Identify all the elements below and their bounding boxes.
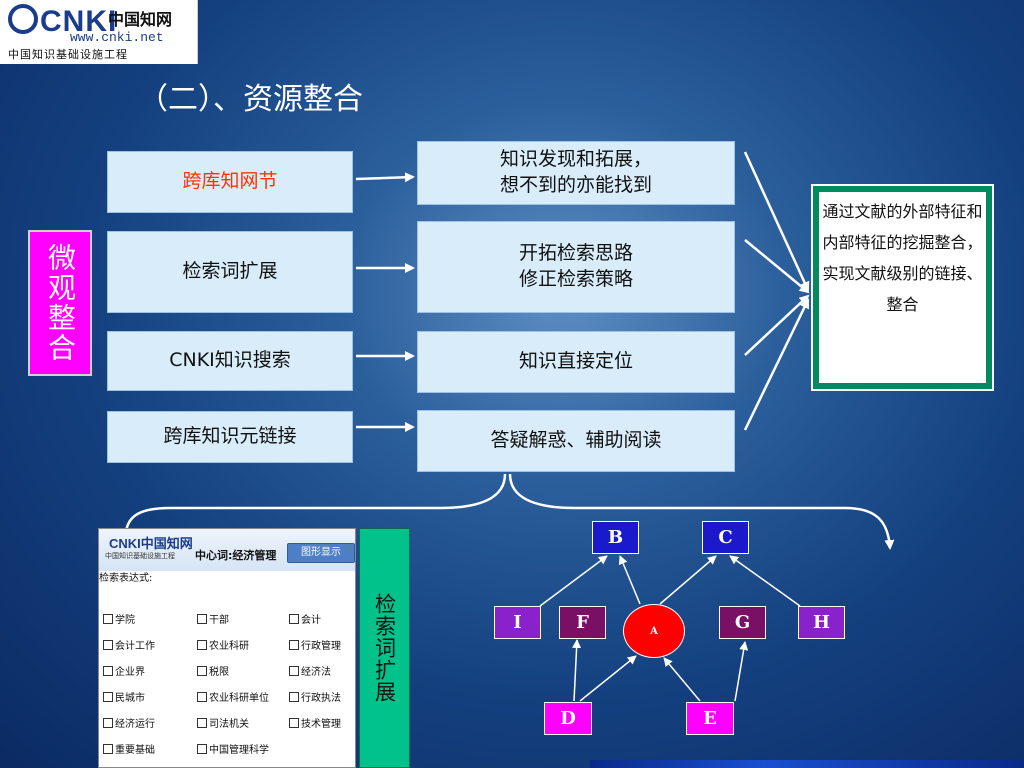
checkbox-item[interactable]: 经济运行 — [103, 715, 155, 730]
edge-a-b — [618, 555, 641, 605]
graph-node-e: E — [686, 702, 734, 735]
screenshot-header: CNKI中国知网 中国知识基础设施工程 中心词:经济管理 图形显示 — [99, 529, 355, 571]
checkbox-item[interactable]: 中国管理科学 — [197, 741, 269, 756]
graph-node-a: A — [623, 604, 685, 658]
logo-chinese-name: 中国知网 — [108, 10, 173, 29]
page-title: （二）、资源整合 — [138, 82, 363, 117]
right-box-2: 开拓检索思路 修正检索策略 — [417, 221, 735, 313]
edge-e-g — [734, 641, 749, 702]
side-label: 微观整合 — [28, 230, 92, 376]
screenshot-logo: CNKI中国知网 — [109, 536, 193, 551]
graph-node-i: I — [494, 606, 541, 639]
graph-node-b: B — [592, 521, 639, 554]
edge-d-a — [579, 655, 637, 702]
graph-node-c: C — [702, 521, 749, 554]
brace-left — [124, 473, 507, 533]
edge-a-c — [659, 555, 717, 605]
edge-d-f — [572, 639, 582, 702]
checkbox-item[interactable]: 民城市 — [103, 689, 145, 704]
cnki-logo: CNKI 中国知网 www.cnki.net 中国知识基础设施工程 — [0, 0, 198, 64]
checkbox-item[interactable]: 经济法 — [289, 663, 331, 678]
edge-e-a — [663, 657, 701, 702]
screenshot-center-word: 中心词:经济管理 — [195, 549, 277, 562]
checkbox-item[interactable]: 会计 — [289, 611, 321, 626]
expression-label: 检索表达式: — [99, 573, 153, 584]
summary-text: 通过文献的外部特征和内部特征的挖掘整合，实现文献级别的链接、整合 — [819, 192, 986, 383]
logo-subtitle: 中国知识基础设施工程 — [8, 48, 128, 61]
checkbox-item[interactable]: 农业科研 — [197, 637, 249, 652]
screenshot-logo-subtitle: 中国知识基础设施工程 — [105, 552, 175, 560]
right-box-3: 知识直接定位 — [417, 331, 735, 393]
checkbox-item[interactable]: 学院 — [103, 611, 135, 626]
embedded-screenshot: CNKI中国知网 中国知识基础设施工程 中心词:经济管理 图形显示 检索表达式:… — [98, 528, 356, 768]
arrow-row-1 — [355, 172, 415, 183]
edge-h-c — [729, 555, 801, 607]
arrow-merge-2 — [744, 239, 810, 294]
arrow-merge-3 — [744, 294, 810, 356]
checkbox-item[interactable]: 干部 — [197, 611, 229, 626]
checkbox-item[interactable]: 行政执法 — [289, 689, 341, 704]
left-box-2: 检索词扩展 — [107, 231, 353, 313]
logo-url: www.cnki.net — [70, 30, 164, 45]
checkbox-item[interactable]: 企业界 — [103, 663, 145, 678]
logo-brand: CNKI — [8, 4, 117, 39]
arrow-merge-4 — [743, 298, 810, 431]
graph-node-d: D — [544, 702, 592, 735]
graph-node-g: G — [719, 606, 766, 639]
right-box-1: 知识发现和拓展， 想不到的亦能找到 — [417, 141, 735, 205]
left-box-3: CNKI知识搜索 — [107, 331, 353, 391]
checkbox-item[interactable]: 行政管理 — [289, 637, 341, 652]
checkbox-item[interactable]: 司法机关 — [197, 715, 249, 730]
expansion-label: 检索词扩展 — [359, 528, 410, 768]
graph-node-f: F — [559, 606, 606, 639]
arrow-merge-1 — [743, 151, 810, 292]
checkbox-item[interactable]: 税限 — [197, 663, 229, 678]
bottom-accent-bar — [590, 760, 1024, 768]
right-box-4: 答疑解惑、辅助阅读 — [417, 410, 735, 472]
checkbox-item[interactable]: 技术管理 — [289, 715, 341, 730]
checkbox-item[interactable]: 会计工作 — [103, 637, 155, 652]
left-box-4: 跨库知识元链接 — [107, 411, 353, 463]
summary-box: 通过文献的外部特征和内部特征的挖掘整合，实现文献级别的链接、整合 — [811, 184, 994, 391]
checkbox-item[interactable]: 重要基础 — [103, 741, 155, 756]
left-box-1: 跨库知网节 — [107, 151, 353, 213]
graph-node-h: H — [798, 606, 845, 639]
edge-i-b — [539, 555, 608, 607]
checkbox-item[interactable]: 农业科研单位 — [197, 689, 269, 704]
graph-display-button[interactable]: 图形显示 — [287, 543, 355, 563]
brace-right-arrow — [508, 473, 895, 550]
